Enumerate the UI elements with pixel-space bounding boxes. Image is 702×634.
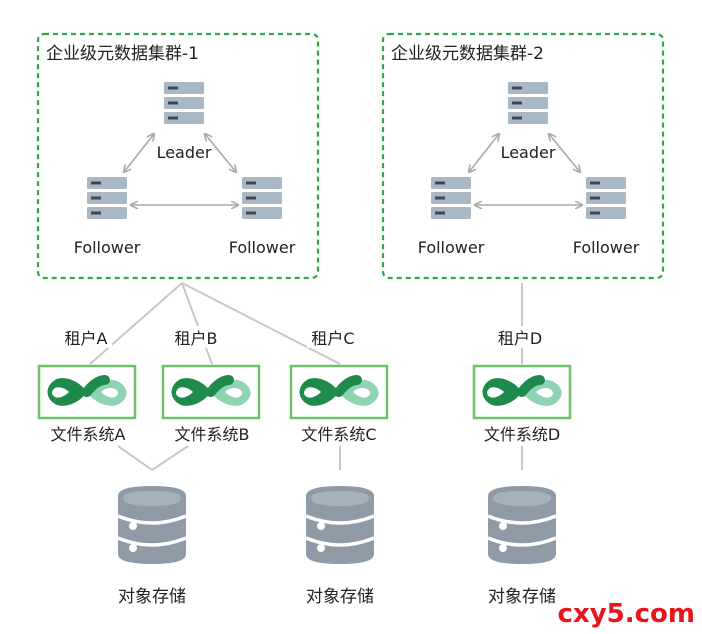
filesystem-label-b: 文件系统B: [175, 425, 250, 444]
store-line-a: [117, 445, 153, 471]
cluster-title-2: 企业级元数据集群-2: [391, 44, 544, 64]
tenant-line-c: [181, 282, 341, 365]
tenant-label-d: 租户D: [498, 329, 542, 348]
follower-label-1b: Follower: [229, 238, 296, 257]
object-store-label-3: 对象存储: [488, 587, 556, 607]
cluster-title-1: 企业级元数据集群-1: [46, 44, 199, 64]
follower-label-2b: Follower: [573, 238, 640, 257]
leader-label-2: Leader: [501, 143, 556, 162]
infinity-logo-icon: [163, 366, 259, 418]
database-icon: [116, 484, 188, 566]
arrow-leader-follower-left-1: [124, 134, 154, 172]
infinity-logo-icon: [39, 366, 135, 418]
watermark-text: cxy5.com: [558, 599, 695, 629]
store-line-b: [151, 445, 189, 471]
filesystem-label-a: 文件系统A: [51, 425, 126, 444]
infinity-logo-icon: [291, 366, 387, 418]
arrow-leader-follower-right-1: [205, 134, 236, 172]
server-rack-icon: [164, 82, 204, 124]
object-store-label-1: 对象存储: [118, 587, 186, 607]
object-store-label-2: 对象存储: [306, 587, 374, 607]
server-rack-icon: [431, 177, 471, 219]
server-rack-icon: [586, 177, 626, 219]
database-icon: [486, 484, 558, 566]
tenant-label-c: 租户C: [311, 329, 354, 348]
database-icon: [304, 484, 376, 566]
server-rack-icon: [242, 177, 282, 219]
arrow-leader-follower-right-2: [549, 134, 580, 172]
tenant-label-b: 租户B: [175, 329, 218, 348]
tenant-label-a: 租户A: [65, 329, 108, 348]
arrow-leader-follower-left-2: [469, 134, 499, 172]
tenant-line-b: [181, 282, 213, 365]
filesystem-label-d: 文件系统D: [484, 425, 560, 444]
cluster-box-2: [381, 32, 665, 280]
infinity-logo-icon: [474, 366, 570, 418]
follower-label-1a: Follower: [74, 238, 141, 257]
tenant-line-a: [89, 282, 183, 365]
cluster-box-1: [36, 32, 320, 280]
server-rack-icon: [87, 177, 127, 219]
follower-label-2a: Follower: [418, 238, 485, 257]
filesystem-label-c: 文件系统C: [301, 425, 376, 444]
server-rack-icon: [508, 82, 548, 124]
leader-label-1: Leader: [157, 143, 212, 162]
